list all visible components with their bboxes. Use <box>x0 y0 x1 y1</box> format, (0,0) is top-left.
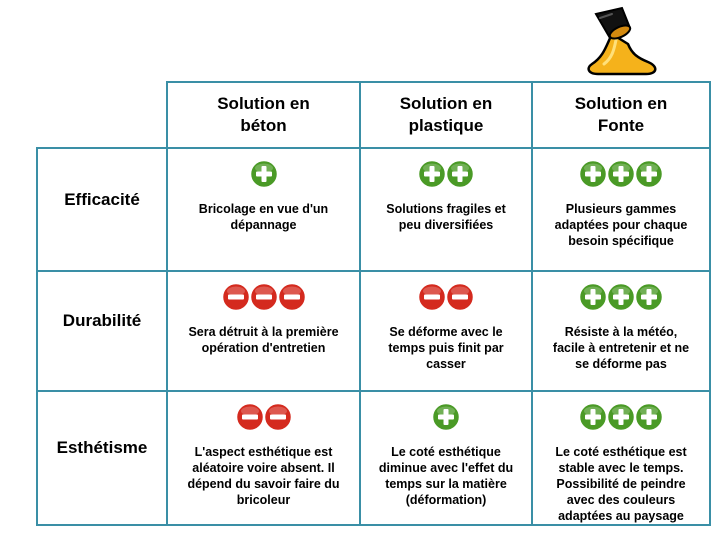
plus-circle-icon <box>578 282 608 312</box>
minus-circle-icon <box>235 402 264 432</box>
plus-circle-icon <box>606 282 636 312</box>
row-label-2: Durabilité <box>36 270 168 392</box>
row-label-text: Esthétisme <box>56 438 148 457</box>
row-label-1: Efficacité <box>36 147 168 272</box>
rating-cell-r2-c2: Se déforme avec le temps puis finit par … <box>359 270 533 392</box>
rating-description: Solutions fragiles et peu diversifiées <box>386 202 506 232</box>
rating-icons <box>235 402 292 432</box>
minus-circle-icon <box>249 282 278 312</box>
rating-description: Le coté esthétique diminue avec l'effet … <box>378 445 514 507</box>
plus-circle-icon <box>578 402 608 432</box>
minus-circle-icon <box>221 282 250 312</box>
rating-cell-r3-c3: Le coté esthétique est stable avec le te… <box>531 390 711 526</box>
plus-circle-icon <box>634 402 664 432</box>
plus-circle-icon <box>417 159 447 189</box>
molten-metal-ladle-icon <box>587 6 657 76</box>
rating-cell-r3-c2: Le coté esthétique diminue avec l'effet … <box>359 390 533 526</box>
rating-cell-r1-c3: Plusieurs gammes adaptées pour chaque be… <box>531 147 711 272</box>
column-header-2: Solution en plastique <box>359 81 533 149</box>
plus-circle-icon <box>606 402 636 432</box>
minus-circle-icon <box>445 282 475 312</box>
plus-circle-icon <box>431 402 461 432</box>
rating-icons <box>249 159 278 189</box>
rating-description: L'aspect esthétique est aléatoire voire … <box>187 445 340 507</box>
rating-cell-r1-c1: Bricolage en vue d'un dépannage <box>166 147 361 272</box>
plus-circle-icon <box>249 159 278 189</box>
rating-icons <box>417 282 475 312</box>
rating-icons <box>578 282 664 312</box>
plus-circle-icon <box>578 159 608 189</box>
rating-icons <box>578 159 664 189</box>
rating-description: Plusieurs gammes adaptées pour chaque be… <box>554 202 688 248</box>
row-label-text: Durabilité <box>62 311 142 330</box>
rating-cell-r1-c2: Solutions fragiles et peu diversifiées <box>359 147 533 272</box>
rating-cell-r3-c1: L'aspect esthétique est aléatoire voire … <box>166 390 361 526</box>
plus-circle-icon <box>606 159 636 189</box>
rating-description: Le coté esthétique est stable avec le te… <box>555 445 687 523</box>
row-label-3: Esthétisme <box>36 390 168 526</box>
rating-icons <box>578 402 664 432</box>
plus-circle-icon <box>634 159 664 189</box>
row-label-text: Efficacité <box>64 189 140 209</box>
minus-circle-icon <box>263 402 292 432</box>
rating-description: Sera détruit à la première opération d'e… <box>188 325 339 355</box>
column-header-3: Solution en Fonte <box>531 81 711 149</box>
minus-circle-icon <box>277 282 306 312</box>
minus-circle-icon <box>417 282 447 312</box>
rating-icons <box>417 159 475 189</box>
rating-description: Résiste à la météo, facile à entretenir … <box>552 325 690 371</box>
rating-icons <box>431 402 461 432</box>
rating-description: Bricolage en vue d'un dépannage <box>198 202 329 232</box>
rating-icons <box>221 282 306 312</box>
plus-circle-icon <box>445 159 475 189</box>
column-header-1: Solution en béton <box>166 81 361 149</box>
plus-circle-icon <box>634 282 664 312</box>
rating-cell-r2-c1: Sera détruit à la première opération d'e… <box>166 270 361 392</box>
column-header-label: Solution en Fonte <box>574 94 668 135</box>
column-header-label: Solution en plastique <box>399 94 493 135</box>
rating-cell-r2-c3: Résiste à la météo, facile à entretenir … <box>531 270 711 392</box>
rating-description: Se déforme avec le temps puis finit par … <box>388 325 504 371</box>
column-header-label: Solution en béton <box>217 94 310 135</box>
